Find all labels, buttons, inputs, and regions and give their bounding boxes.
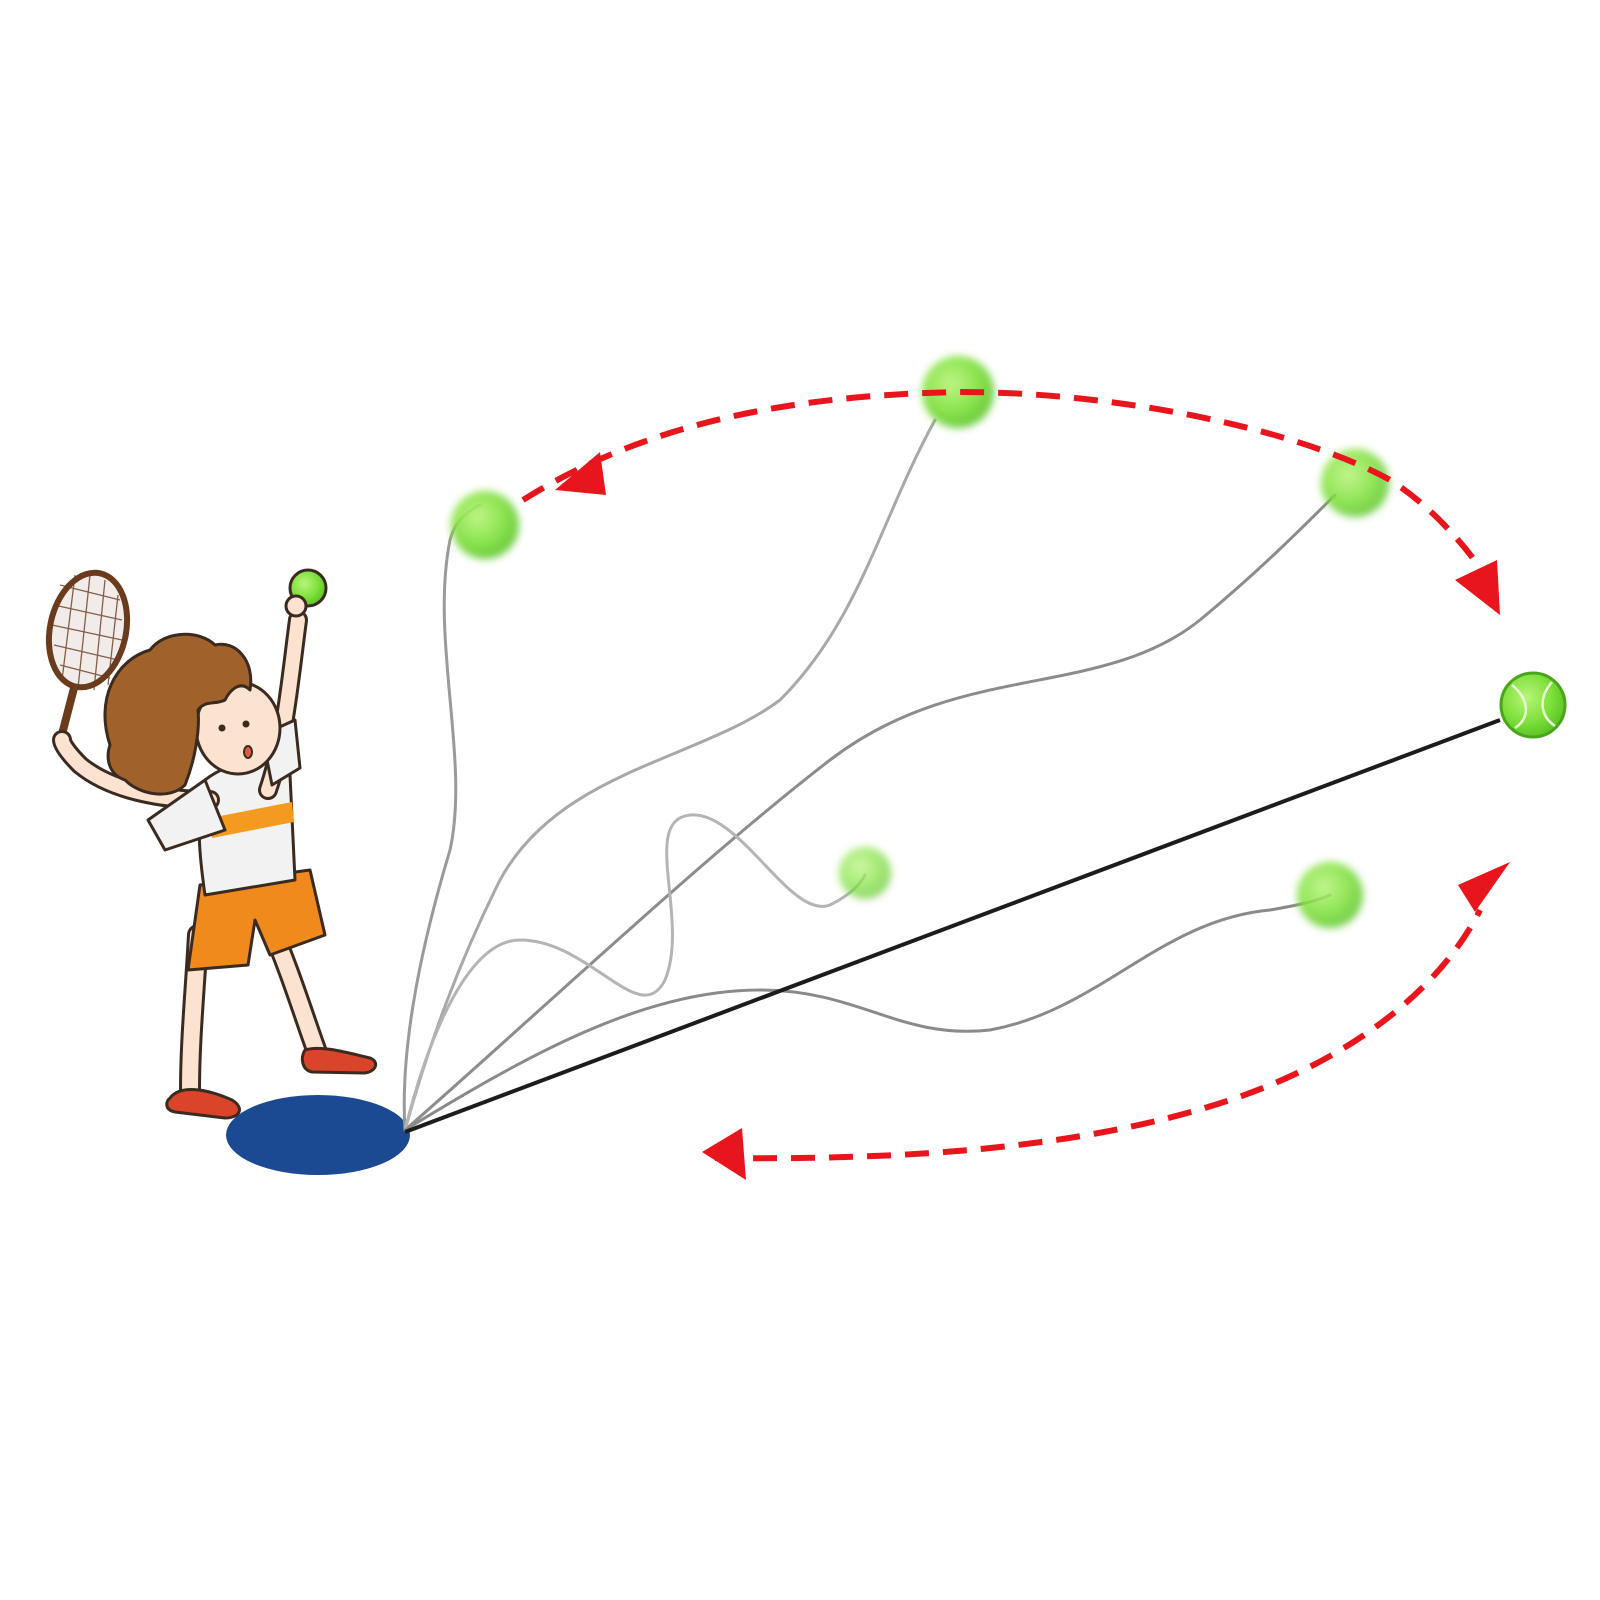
shorts — [186, 868, 327, 972]
ghost-ball-5 — [1297, 862, 1363, 928]
hair — [103, 632, 253, 796]
ghost-ball-4 — [839, 847, 891, 899]
arrowhead-left-icon — [555, 452, 606, 495]
ghost-balls — [451, 356, 1389, 928]
cord-trail-4 — [403, 813, 867, 1132]
racket-icon — [45, 569, 131, 744]
cord-trails — [402, 418, 1337, 1132]
ghost-ball-1 — [451, 491, 519, 559]
shirt-stripe — [210, 802, 294, 838]
left-shoe — [165, 1088, 241, 1120]
arrowhead-right-icon — [1455, 560, 1500, 615]
cord-trail-5 — [403, 893, 1332, 1132]
cord-trail-1 — [402, 503, 482, 1132]
child-tennis-player — [45, 568, 378, 1120]
upper-swing-arrow — [521, 388, 1500, 615]
lower-return-arrow — [702, 862, 1510, 1180]
elastic-cord — [404, 718, 1501, 1134]
ghost-ball-2 — [922, 356, 994, 428]
arrowhead-bottom-left-icon — [702, 1128, 746, 1180]
right-shoe — [300, 1046, 378, 1075]
arrowhead-bottom-right-icon — [1458, 862, 1510, 912]
tennis-ball — [1499, 671, 1567, 739]
cord-trail-2 — [403, 418, 937, 1132]
trainer-base — [226, 1095, 410, 1175]
cord-trail-3 — [403, 493, 1337, 1132]
ghost-ball-3 — [1321, 449, 1389, 517]
